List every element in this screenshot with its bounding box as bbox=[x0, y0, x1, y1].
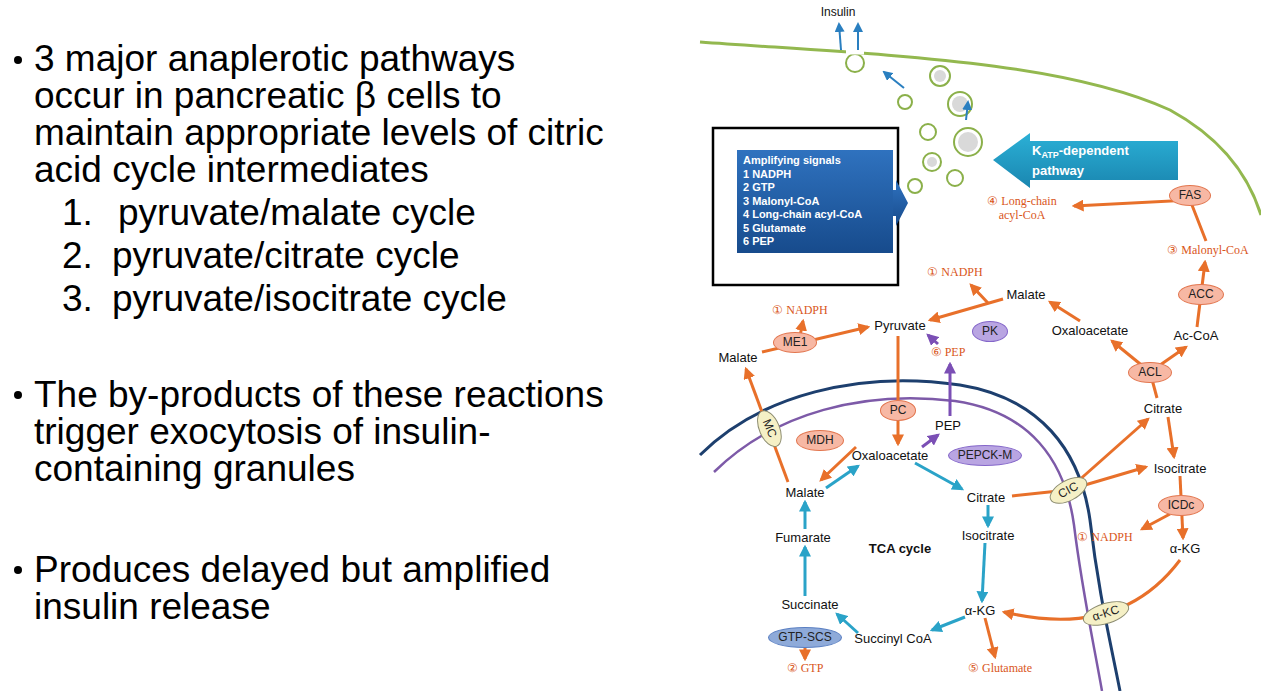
transporter-oval: MC bbox=[752, 406, 786, 450]
signal-item: 1 NADPH bbox=[743, 168, 887, 182]
list-item: pyruvate/isocitrate cycle bbox=[112, 280, 507, 317]
signal-item: 2 GTP bbox=[743, 181, 887, 195]
secretion-arrows bbox=[839, 24, 968, 120]
byproduct-label: ⑤ Glutamate bbox=[968, 661, 1032, 675]
signals-box: Amplifying signals1 NADPH2 GTP3 Malonyl-… bbox=[737, 150, 893, 253]
list-item: pyruvate/citrate cycle bbox=[112, 237, 460, 274]
enzyme-oval: FAS bbox=[1169, 185, 1212, 206]
transporter-oval: α-KC bbox=[1080, 596, 1132, 630]
enzyme-label: CIC bbox=[1055, 479, 1080, 501]
metabolite-label: PEP bbox=[935, 418, 961, 433]
enzyme-oval: MDH bbox=[796, 430, 843, 451]
enzyme-label: FAS bbox=[1179, 188, 1202, 202]
metabolite-label: Malate bbox=[785, 485, 824, 500]
metabolite-label: Succinyl CoA bbox=[854, 631, 931, 646]
signal-item: 6 PEP bbox=[743, 235, 887, 249]
byproduct-label: ② GTP bbox=[787, 661, 824, 675]
enzyme-oval: PC bbox=[880, 400, 917, 421]
list-number: 3. bbox=[62, 280, 93, 317]
enzyme-oval: ACL bbox=[1128, 362, 1171, 383]
metabolite-label: Citrate bbox=[967, 490, 1005, 505]
enzyme-label: PC bbox=[890, 403, 907, 417]
enzyme-label: MC bbox=[759, 416, 779, 439]
metabolite-label: Oxaloacetate bbox=[852, 448, 929, 463]
metabolite-label: Malate bbox=[718, 350, 757, 365]
enzyme-label: ME1 bbox=[783, 335, 808, 349]
byproduct-label: ⑥ PEP bbox=[931, 345, 966, 359]
enzyme-oval: ME1 bbox=[773, 332, 818, 353]
enzyme-label: ACC bbox=[1188, 287, 1213, 301]
byproduct-label: ③ Malonyl-CoA bbox=[1167, 243, 1248, 257]
metabolite-label: α-KG bbox=[965, 603, 996, 618]
enzyme-oval: GTP-SCS bbox=[768, 627, 841, 648]
bullet-text: 3 major anaplerotic pathways occur in pa… bbox=[34, 40, 612, 188]
metabolite-label: Oxaloacetate bbox=[1052, 323, 1129, 338]
transporter-oval: CIC bbox=[1045, 471, 1091, 509]
list-number: 2. bbox=[62, 237, 93, 274]
enzyme-oval: PK bbox=[972, 321, 1008, 342]
enzyme-label: PK bbox=[982, 324, 998, 338]
bullet-text: The by-products of these reactions trigg… bbox=[34, 376, 612, 487]
pathway-text: K bbox=[1032, 143, 1041, 158]
katp-arrow bbox=[993, 133, 1178, 188]
metabolite-label: Citrate bbox=[1144, 401, 1182, 416]
mitochondrial-outer-membrane bbox=[700, 381, 1120, 691]
bullet-dots bbox=[14, 56, 22, 574]
pathway-arrow-label: KATP-dependent pathway bbox=[1032, 143, 1174, 179]
pathway-text: -dependent pathway bbox=[1032, 143, 1129, 178]
enzyme-oval: ACC bbox=[1178, 284, 1223, 305]
metabolite-label: Fumarate bbox=[775, 530, 831, 545]
list-item: pyruvate/malate cycle bbox=[118, 194, 476, 231]
pathway-text: ATP bbox=[1041, 150, 1058, 160]
list-number: 1. bbox=[62, 194, 93, 231]
metabolite-label: α-KG bbox=[1170, 541, 1201, 556]
bullet-text: Produces delayed but amplified insulin r… bbox=[34, 551, 612, 625]
enzyme-label: PEPCK-M bbox=[958, 448, 1013, 462]
mitochondrial-inner-membrane bbox=[714, 398, 1102, 691]
byproduct-label: ④ Long-chain acyl-CoA bbox=[979, 194, 1065, 222]
signal-item: 4 Long-chain acyl-CoA bbox=[743, 208, 887, 222]
byproduct-label: ① NADPH bbox=[927, 265, 982, 279]
insulin-label: Insulin bbox=[821, 5, 856, 19]
enzyme-label: MDH bbox=[806, 433, 833, 447]
metabolite-label: Malate bbox=[1006, 287, 1045, 302]
metabolite-label: Pyruvate bbox=[874, 318, 925, 333]
anaplerotic-arrows bbox=[746, 200, 1206, 659]
metabolite-label: Isocitrate bbox=[1154, 461, 1207, 476]
byproduct-label: ① NADPH bbox=[772, 303, 827, 317]
box-heading: Amplifying signals bbox=[743, 154, 887, 168]
enzyme-oval: ICDc bbox=[1158, 495, 1205, 516]
metabolite-label: Succinate bbox=[781, 597, 838, 612]
enzyme-oval: PEPCK-M bbox=[948, 445, 1023, 466]
enzyme-label: GTP-SCS bbox=[778, 630, 831, 644]
enzyme-label: ICDc bbox=[1168, 498, 1195, 512]
cycle-label: TCA cycle bbox=[869, 541, 931, 556]
highlight-frame bbox=[713, 128, 898, 285]
signal-item: 3 Malonyl-CoA bbox=[743, 195, 887, 209]
byproduct-label: ① NADPH bbox=[1077, 530, 1132, 544]
enzyme-label: α-KC bbox=[1091, 602, 1121, 623]
signal-item: 5 Glutamate bbox=[743, 222, 887, 236]
enzyme-label: ACL bbox=[1138, 365, 1161, 379]
metabolite-label: Isocitrate bbox=[962, 528, 1015, 543]
metabolite-label: Ac-CoA bbox=[1174, 328, 1219, 343]
